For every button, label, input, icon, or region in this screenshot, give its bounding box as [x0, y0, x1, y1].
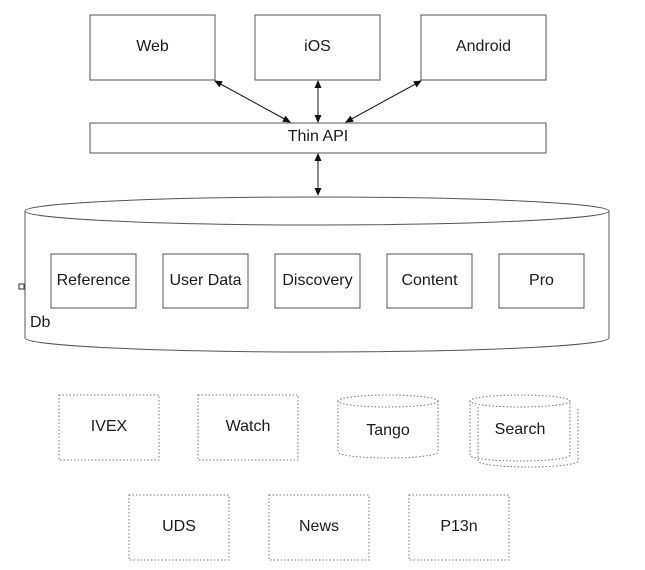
ios-box [254, 14, 381, 81]
tango-cylinder [337, 394, 439, 459]
reference-box [50, 253, 137, 309]
discovery-box [274, 253, 361, 309]
search-cylinder [469, 394, 579, 468]
web-api-arrow [214, 80, 291, 123]
news-label: News [298, 518, 339, 535]
uds-label: UDS [162, 518, 196, 535]
content-box [386, 253, 473, 309]
p13n-label: P13n [440, 518, 478, 535]
pro-label: Pro [529, 272, 554, 289]
search-label: Search [494, 421, 546, 438]
watch-label: Watch [225, 418, 271, 435]
android-label: Android [455, 38, 512, 55]
thin-api-label: Thin API [287, 128, 349, 145]
user-data-label: User Data [169, 272, 242, 289]
thin-api-box [89, 122, 547, 154]
ivex-label: IVEX [90, 418, 128, 435]
reference-label: Reference [56, 272, 131, 289]
db-handle[interactable] [18, 283, 25, 290]
content-label: Content [401, 272, 458, 289]
android-api-arrow [345, 80, 422, 123]
news-box [268, 494, 370, 561]
db-label: Db [30, 314, 51, 331]
ios-label: iOS [304, 38, 331, 55]
ivex-box [58, 394, 160, 461]
web-label: Web [136, 38, 169, 55]
discovery-label: Discovery [282, 272, 353, 289]
uds-box [128, 494, 230, 561]
android-box [420, 14, 547, 81]
user-data-box [162, 253, 249, 309]
web-box [89, 14, 216, 81]
watch-box [197, 394, 299, 461]
p13n-box [408, 494, 510, 561]
tango-label: Tango [366, 422, 410, 439]
pro-box [498, 253, 585, 309]
